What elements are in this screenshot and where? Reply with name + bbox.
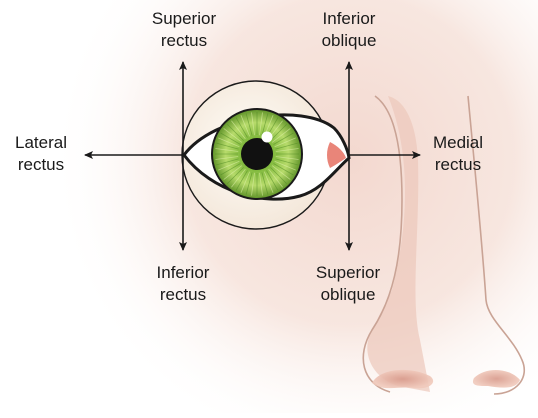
inferior-rectus-label: Inferior rectus	[134, 262, 232, 306]
superior-rectus-label: Superior rectus	[130, 8, 238, 52]
pupil-highlight	[262, 132, 273, 143]
superior-oblique-label: Superior oblique	[296, 262, 400, 306]
pupil	[241, 138, 273, 170]
inferior-oblique-label: Inferior oblique	[300, 8, 398, 52]
lateral-rectus-label: Lateral rectus	[0, 132, 82, 176]
medial-rectus-label: Medial rectus	[418, 132, 498, 176]
